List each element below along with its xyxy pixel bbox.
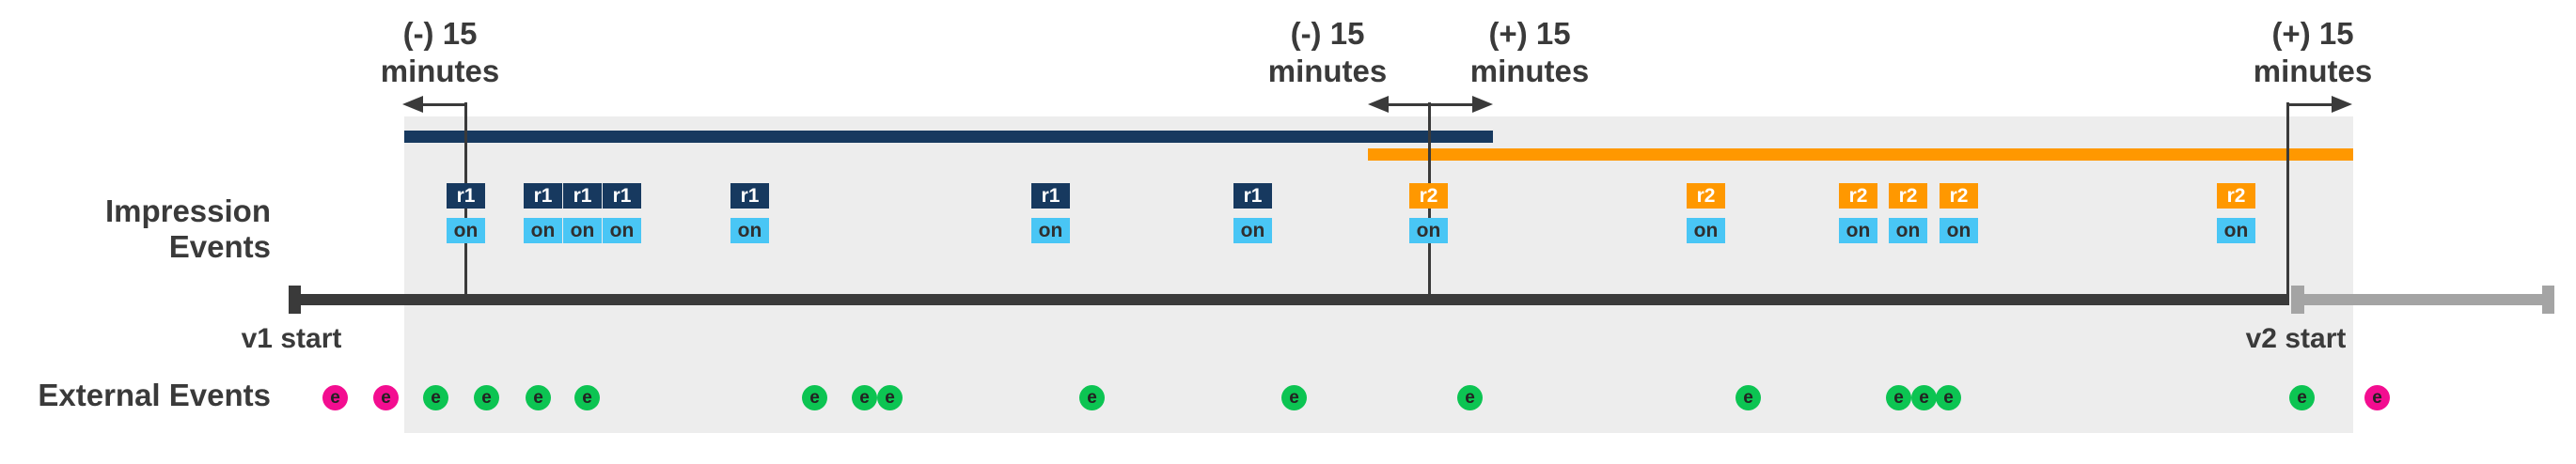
impression-event-r1: r1 on xyxy=(447,183,485,243)
timeline-v1-segment xyxy=(289,294,2288,305)
impression-event-r1: r1 on xyxy=(563,183,602,243)
impression-event-r1: r1 on xyxy=(524,183,562,243)
impression-revision-chip: r1 xyxy=(730,183,769,209)
impression-revision-chip: r2 xyxy=(1940,183,1978,209)
external-event-dot-green: e xyxy=(1886,385,1911,410)
annotation-line1: (-) 15 xyxy=(1290,16,1365,51)
v2-start-label: v2 start xyxy=(2245,323,2347,354)
plus-15-middle-arrowhead-icon xyxy=(1472,96,1493,113)
annotation-plus-15-right: (+) 15 minutes xyxy=(2172,15,2454,90)
external-event-dot-green: e xyxy=(1911,385,1937,410)
annotation-line1: (+) 15 xyxy=(2271,16,2354,51)
impression-revision-chip: r1 xyxy=(1031,183,1070,209)
impression-revision-chip: r1 xyxy=(524,183,562,209)
impression-event-r2: r2 on xyxy=(2217,183,2255,243)
annotation-line2: minutes xyxy=(2253,54,2373,88)
external-event-dot-green: e xyxy=(474,385,499,410)
timeline-v2-start-cap xyxy=(2291,286,2304,314)
plus-15-right-arrow-line xyxy=(2288,103,2333,106)
impression-status-chip: on xyxy=(524,218,562,243)
annotation-plus-15-middle: (+) 15 minutes xyxy=(1389,15,1671,90)
impression-event-r1: r1 on xyxy=(1031,183,1070,243)
plus-15-right-arrowhead-icon xyxy=(2332,96,2352,113)
impression-status-chip: on xyxy=(730,218,769,243)
annotation-minus-15-middle: (-) 15 minutes xyxy=(1186,15,1469,90)
impression-revision-chip: r1 xyxy=(447,183,485,209)
external-event-dot-green: e xyxy=(802,385,827,410)
impression-revision-chip: r1 xyxy=(603,183,641,209)
external-event-dot-green: e xyxy=(877,385,903,410)
impression-status-chip: on xyxy=(1409,218,1448,243)
impression-revision-chip: r2 xyxy=(1409,183,1448,209)
annotation-line2: minutes xyxy=(380,54,500,88)
impression-status-chip: on xyxy=(563,218,602,243)
annotation-line1: (-) 15 xyxy=(402,16,478,51)
impression-status-chip: on xyxy=(603,218,641,243)
minus-15-left-arrowhead-icon xyxy=(402,96,423,113)
external-event-dot-green: e xyxy=(1736,385,1761,410)
timeline-end-cap xyxy=(2542,286,2554,314)
impression-status-chip: on xyxy=(1687,218,1725,243)
v1-start-label: v1 start xyxy=(241,323,342,354)
external-event-dot-magenta: e xyxy=(322,385,348,410)
impression-status-chip: on xyxy=(1839,218,1877,243)
external-event-dot-magenta: e xyxy=(373,385,399,410)
impression-event-r2: r2 on xyxy=(1889,183,1927,243)
impression-event-r1: r1 on xyxy=(603,183,641,243)
impression-revision-chip: r2 xyxy=(1839,183,1877,209)
impression-status-chip: on xyxy=(1889,218,1927,243)
impression-revision-chip: r1 xyxy=(1233,183,1272,209)
impression-events-row-label: Impression Events xyxy=(104,193,271,264)
impression-revision-chip: r2 xyxy=(1889,183,1927,209)
v1-duration-bar xyxy=(404,131,1493,143)
timeline-v2-segment xyxy=(2291,294,2548,305)
external-event-dot-green: e xyxy=(852,385,877,410)
impression-revision-chip: r1 xyxy=(563,183,602,209)
annotation-line2: minutes xyxy=(1267,54,1388,88)
impression-status-chip: on xyxy=(2217,218,2255,243)
annotation-line2: minutes xyxy=(1469,54,1590,88)
minus-15-left-arrow-line xyxy=(419,103,466,106)
impression-status-chip: on xyxy=(1940,218,1978,243)
external-event-dot-green: e xyxy=(1079,385,1105,410)
external-event-dot-green: e xyxy=(1936,385,1961,410)
impression-event-r2: r2 on xyxy=(1687,183,1725,243)
annotation-minus-15-left: (-) 15 minutes xyxy=(299,15,581,90)
v2-duration-bar xyxy=(1368,148,2353,161)
impression-event-r2: r2 on xyxy=(1839,183,1877,243)
plus-minus-15-middle-arrow-line xyxy=(1385,103,1475,106)
external-event-dot-green: e xyxy=(1457,385,1483,410)
impression-status-chip: on xyxy=(447,218,485,243)
external-event-dot-green: e xyxy=(574,385,600,410)
external-event-dot-green: e xyxy=(526,385,551,410)
annotation-line1: (+) 15 xyxy=(1488,16,1571,51)
impression-revision-chip: r2 xyxy=(1687,183,1725,209)
external-event-dot-green: e xyxy=(423,385,448,410)
observation-window-panel xyxy=(404,116,2353,433)
impression-revision-chip: r2 xyxy=(2217,183,2255,209)
impression-status-chip: on xyxy=(1031,218,1070,243)
v2-start-marker-line xyxy=(2286,102,2289,305)
external-event-dot-magenta: e xyxy=(2364,385,2390,410)
external-event-dot-green: e xyxy=(1281,385,1307,410)
external-events-row-label: External Events xyxy=(38,378,271,412)
minus-15-middle-arrowhead-icon xyxy=(1368,96,1389,113)
impression-status-chip: on xyxy=(1233,218,1272,243)
impression-event-r1: r1 on xyxy=(1233,183,1272,243)
impression-event-r2: r2 on xyxy=(1409,183,1448,243)
impression-event-r2: r2 on xyxy=(1940,183,1978,243)
external-event-dot-green: e xyxy=(2289,385,2315,410)
impression-event-r1: r1 on xyxy=(730,183,769,243)
timeline-v1-start-cap xyxy=(289,286,301,314)
